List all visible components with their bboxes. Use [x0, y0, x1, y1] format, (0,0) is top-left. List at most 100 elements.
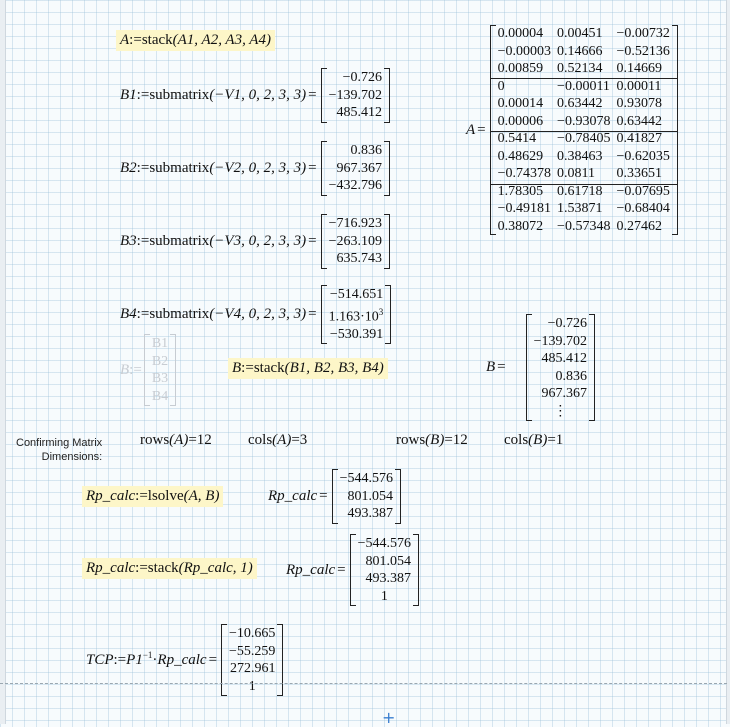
assign-op: := — [113, 651, 127, 668]
assign-op: := — [135, 488, 148, 504]
cell: 0.00859 — [497, 61, 544, 76]
var-rp-calc: Rp_calc — [157, 651, 207, 668]
cell: −139.702 — [533, 333, 588, 349]
page-break-line — [0, 683, 727, 684]
cell: −139.702 — [328, 87, 382, 103]
result: 1 — [555, 432, 564, 448]
matrix-tcp: −10.665 −55.259 272.961 1 — [221, 624, 284, 696]
cell: 1.53871 — [557, 201, 603, 216]
cols-A-region[interactable]: cols (A) = 3 — [248, 432, 307, 449]
cell: B4 — [151, 388, 169, 404]
matrix-rp-calc-stack: −544.576 801.054 493.387 1 — [349, 534, 420, 606]
result-rp-calc-stack-region[interactable]: Rp_calc = −544.576 801.054 493.387 1 — [286, 534, 420, 606]
confirm-label-line1: Confirming Matrix — [16, 437, 103, 449]
cell: −0.57348 — [557, 218, 611, 234]
def-A-region[interactable]: A := stack (A1, A2, A3, A4) — [116, 30, 275, 51]
def-B2-region[interactable]: B2 := submatrix (−V2, 0, 2, 3, 3) = 0.83… — [120, 141, 390, 196]
result-B-region[interactable]: B = −0.726 −139.702 485.412 0.836 967.36… — [486, 314, 596, 421]
assign-op: := — [129, 32, 142, 48]
confirm-label[interactable]: Confirming Matrix Dimensions: — [16, 436, 102, 464]
cell: 0.63442 — [616, 113, 662, 129]
args: (−V1, 0, 2, 3, 3) — [209, 86, 307, 103]
def-tcp-region[interactable]: TCP := P1−1 · Rp_calc = −10.665 −55.259 … — [86, 624, 284, 696]
assign-op: := — [129, 361, 142, 378]
matrix-B2: 0.836 967.367 −432.796 — [320, 141, 390, 196]
assign-op: := — [136, 232, 150, 249]
def-rp-calc-region[interactable]: Rp_calc := lsolve (A, B) — [82, 486, 224, 507]
cell: 0 — [497, 78, 505, 94]
arg: (B) — [425, 432, 445, 448]
cell: −432.796 — [328, 178, 382, 193]
ghost-def-B-region[interactable]: B := B1 B2 B3 B4 — [120, 334, 177, 406]
var-B2: B2 — [120, 159, 137, 176]
eval-op: = — [291, 432, 300, 448]
cell: 0.38072 — [497, 218, 544, 234]
matrix-B1: −0.726 −139.702 485.412 — [320, 68, 390, 123]
matrix-ghost-B: B1 B2 B3 B4 — [143, 334, 177, 406]
fn-submatrix: submatrix — [149, 159, 210, 176]
cell: −0.74378 — [497, 166, 552, 181]
cell: 0.33651 — [616, 166, 662, 181]
eval-op: = — [308, 86, 317, 103]
cell: 485.412 — [541, 351, 588, 366]
fn-stack: stack — [147, 560, 179, 576]
eval-op: = — [308, 159, 317, 176]
var-B1: B1 — [120, 86, 137, 103]
def-B4-region[interactable]: B4 := submatrix (−V4, 0, 2, 3, 3) = −514… — [120, 285, 392, 345]
matrix-B4: −514.651 1.163·103 −530.391 — [320, 285, 392, 345]
cell: 0.836 — [555, 368, 588, 384]
var-A: A — [466, 121, 476, 138]
eval-op: = — [308, 306, 317, 323]
cell: 493.387 — [347, 506, 394, 521]
cols-B-region[interactable]: cols (B) = 1 — [504, 432, 563, 449]
result-rp-calc-region[interactable]: Rp_calc = −544.576 801.054 493.387 — [268, 469, 402, 524]
eval-op: = — [208, 651, 218, 668]
result: 3 — [299, 432, 308, 448]
fn-submatrix: submatrix — [149, 306, 210, 323]
rows-A-region[interactable]: rows (A) = 12 — [140, 432, 212, 449]
eval-op: = — [337, 561, 346, 578]
matrix-B3: −716.923 −263.109 635.743 — [320, 214, 390, 269]
cell: 0.27462 — [616, 218, 662, 234]
cell: 1 — [248, 678, 256, 694]
assign-op: := — [136, 306, 150, 323]
cell: −0.68404 — [616, 201, 670, 216]
crosshair-cursor-icon: + — [382, 708, 396, 727]
cell: 0.63442 — [557, 96, 603, 111]
cell: −544.576 — [339, 471, 394, 486]
cell: 272.961 — [229, 661, 276, 676]
cell: B2 — [151, 353, 169, 369]
args: (B1, B2, B3, B4) — [284, 360, 384, 376]
def-B3-region[interactable]: B3 := submatrix (−V3, 0, 2, 3, 3) = −716… — [120, 214, 390, 269]
fn-submatrix: submatrix — [149, 232, 210, 249]
cell: −0.726 — [342, 70, 382, 85]
cell: 0.61718 — [557, 183, 603, 199]
cell-exponent: 3 — [378, 306, 384, 317]
cell: −514.651 — [329, 287, 384, 302]
eval-op: = — [188, 432, 197, 448]
cell: 0.00004 — [497, 26, 544, 41]
rows-B-region[interactable]: rows (B) = 12 — [396, 432, 468, 449]
def-B1-region[interactable]: B1 := submatrix (−V1, 0, 2, 3, 3) = −0.7… — [120, 68, 390, 123]
var-A: A — [120, 32, 130, 48]
args: (−V4, 0, 2, 3, 3) — [209, 306, 307, 323]
cell: −0.00003 — [497, 43, 552, 59]
cell: 967.367 — [541, 386, 588, 401]
cell: 0.0811 — [557, 166, 596, 181]
var-tcp: TCP — [86, 651, 114, 668]
fn-cols: cols — [248, 432, 273, 448]
var-p1: P1 — [126, 651, 143, 668]
cell: −0.00011 — [557, 78, 610, 94]
def-rp-calc-stack-region[interactable]: Rp_calc := stack (Rp_calc, 1) — [82, 558, 257, 579]
def-B-region[interactable]: B := stack (B1, B2, B3, B4) — [228, 358, 388, 379]
cell: B3 — [151, 371, 169, 386]
var-B3: B3 — [120, 232, 137, 249]
assign-op: := — [135, 560, 148, 576]
